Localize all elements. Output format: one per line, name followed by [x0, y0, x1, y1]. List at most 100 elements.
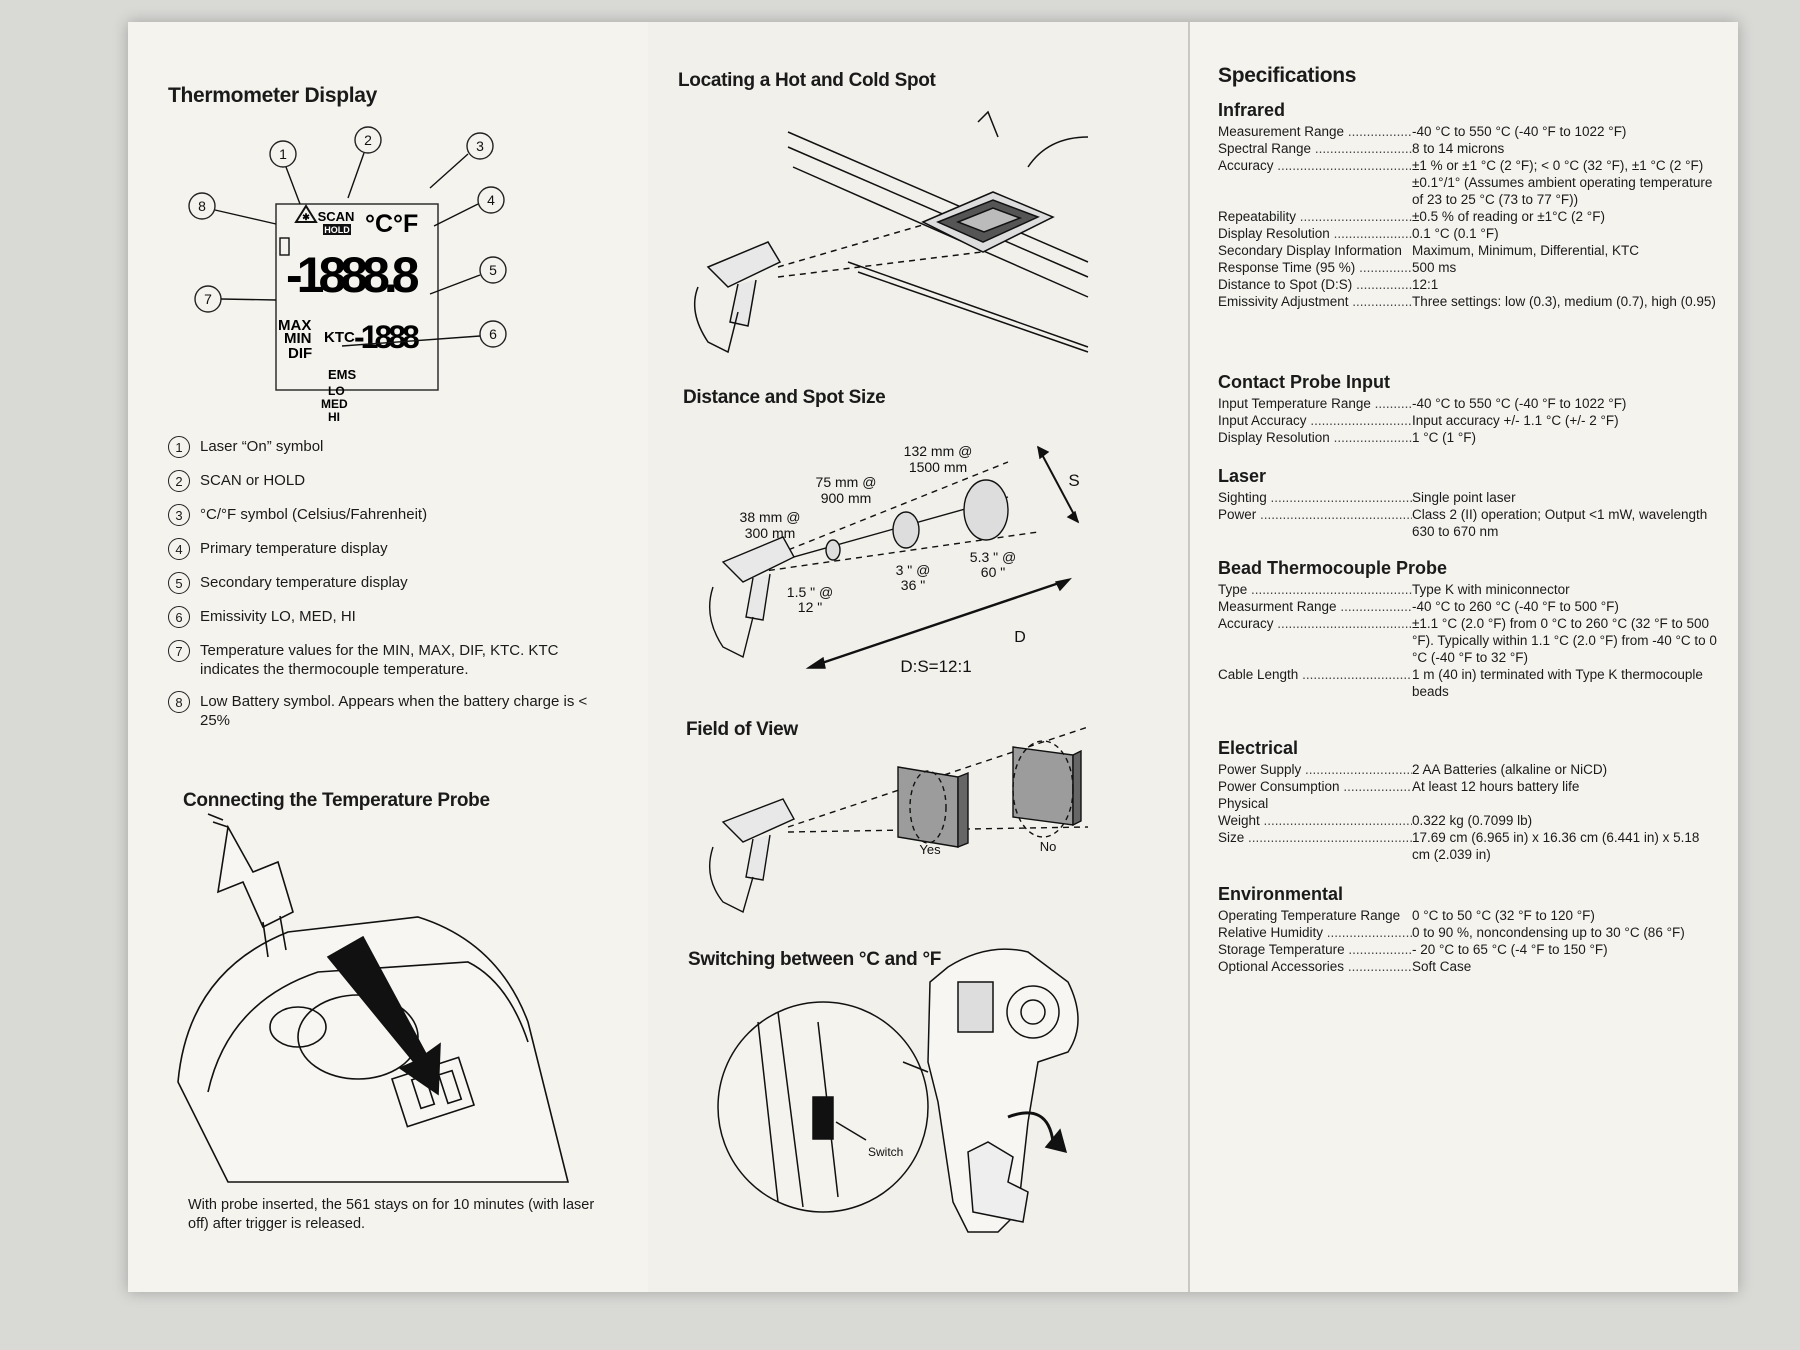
lcd-hi: HI: [328, 410, 340, 424]
spec-row: Distance to Spot (D:S)12:1: [1218, 276, 1718, 293]
spec-row: Accuracy±1 % or ±1 °C (2 °F); < 0 °C (32…: [1218, 157, 1718, 208]
svg-text:✱: ✱: [302, 212, 310, 222]
callouts: [189, 127, 506, 347]
probe-illustration: [168, 822, 608, 1192]
svg-text:60 ": 60 ": [981, 564, 1005, 580]
probe-note: With probe inserted, the 561 stays on fo…: [188, 1196, 608, 1234]
label-38mm: 38 mm @: [740, 509, 801, 525]
svg-text:5: 5: [489, 262, 497, 278]
thermometer-gun-icon: [710, 799, 794, 912]
display-title: Thermometer Display: [168, 84, 377, 108]
section-heading: Laser: [1218, 466, 1718, 487]
svg-text:4: 4: [487, 192, 495, 208]
spec-row: Cable Length1 m (40 in) terminated with …: [1218, 666, 1718, 700]
spec-row: Power ConsumptionAt least 12 hours batte…: [1218, 778, 1718, 795]
lcd-ktc: KTC: [324, 329, 355, 346]
switch-illustration: Switch: [668, 942, 1168, 1262]
ceiling-lines: [788, 132, 1088, 352]
svg-text:1500 mm: 1500 mm: [909, 459, 967, 475]
lcd-diagram: ✱ SCAN HOLD °C°F -1888.8 MAX MIN DIF KTC…: [168, 122, 608, 442]
hotcold-illustration: [668, 112, 1168, 352]
section-heading: Electrical: [1218, 738, 1718, 759]
legend-item: 4Primary temperature display: [168, 538, 608, 560]
spec-row: SightingSingle point laser: [1218, 489, 1718, 506]
probe-title: Connecting the Temperature Probe: [183, 790, 490, 812]
spec-contact-probe: Contact Probe Input Input Temperature Ra…: [1218, 372, 1718, 446]
spec-bead-probe: Bead Thermocouple Probe TypeType K with …: [1218, 558, 1718, 700]
spec-row: Response Time (95 %)500 ms: [1218, 259, 1718, 276]
label-ratio: D:S=12:1: [900, 657, 971, 676]
spec-row: Emissivity AdjustmentThree settings: low…: [1218, 293, 1718, 310]
spec-row: Physical: [1218, 795, 1718, 812]
lcd-secondary: -1888: [354, 319, 419, 355]
label-d: D: [1014, 629, 1026, 646]
manual-sheet: Thermometer Display ✱ SCAN HOLD °C°F -18…: [128, 22, 1738, 1292]
svg-text:3: 3: [476, 138, 484, 154]
svg-text:2: 2: [364, 132, 372, 148]
spec-row: Measurement Range-40 °C to 550 °C (-40 °…: [1218, 123, 1718, 140]
spec-row: Weight0.322 kg (0.7099 lb): [1218, 812, 1718, 829]
legend-item: 3°C/°F symbol (Celsius/Fahrenheit): [168, 504, 608, 526]
spec-row: Relative Humidity0 to 90 %, noncondensin…: [1218, 924, 1718, 941]
spec-electrical: Electrical Power Supply2 AA Batteries (a…: [1218, 738, 1718, 863]
label-s: S: [1068, 471, 1079, 490]
spec-row: Accuracy±1.1 °C (2.0 °F) from 0 °C to 26…: [1218, 615, 1718, 666]
panel-display: Thermometer Display ✱ SCAN HOLD °C°F -18…: [128, 22, 648, 1292]
section-heading: Bead Thermocouple Probe: [1218, 558, 1718, 579]
distance-title: Distance and Spot Size: [683, 387, 885, 409]
panel-specifications: Specifications Infrared Measurement Rang…: [1188, 22, 1738, 1292]
spec-row: Input AccuracyInput accuracy +/- 1.1 °C …: [1218, 412, 1718, 429]
spec-row: Measurment Range-40 °C to 260 °C (-40 °F…: [1218, 598, 1718, 615]
section-heading: Infrared: [1218, 100, 1718, 121]
svg-text:300 mm: 300 mm: [745, 525, 796, 541]
lcd-hold: HOLD: [324, 225, 350, 235]
label-75mm: 75 mm @: [816, 474, 877, 490]
lcd-ems: EMS: [328, 367, 357, 382]
lcd-med: MED: [321, 397, 348, 411]
thermometer-gun-icon: [695, 242, 780, 352]
section-heading: Environmental: [1218, 884, 1718, 905]
spec-row: Spectral Range8 to 14 microns: [1218, 140, 1718, 157]
svg-text:6: 6: [489, 326, 497, 342]
svg-text:36 ": 36 ": [901, 577, 925, 593]
svg-text:900 mm: 900 mm: [821, 490, 872, 506]
spec-row: Power Supply2 AA Batteries (alkaline or …: [1218, 761, 1718, 778]
spec-row: PowerClass 2 (II) operation; Output <1 m…: [1218, 506, 1718, 540]
lcd-lo: LO: [328, 384, 345, 398]
fov-yes: Yes: [919, 842, 941, 857]
spec-title: Specifications: [1218, 64, 1356, 88]
spec-row: Display Resolution0.1 °C (0.1 °F): [1218, 225, 1718, 242]
switch-label: Switch: [868, 1145, 903, 1159]
lcd-unit: °C°F: [365, 210, 418, 238]
thermometer-gun-icon: [710, 537, 794, 657]
spec-row: Repeatability±0.5 % of reading or ±1°C (…: [1218, 208, 1718, 225]
switch-slider: [813, 1097, 833, 1139]
spec-row: Optional AccessoriesSoft Case: [1218, 958, 1718, 975]
spec-row: Size17.69 cm (6.965 in) x 16.36 cm (6.44…: [1218, 829, 1718, 863]
label-132mm: 132 mm @: [904, 443, 973, 459]
label-5-3in: 5.3 " @: [970, 549, 1016, 565]
lcd-scan: SCAN: [318, 209, 355, 224]
spec-row: Display Resolution1 °C (1 °F): [1218, 429, 1718, 446]
fov-no: No: [1040, 839, 1057, 854]
hotcold-title: Locating a Hot and Cold Spot: [678, 70, 936, 92]
svg-text:8: 8: [198, 198, 206, 214]
spec-laser: Laser SightingSingle point laser PowerCl…: [1218, 466, 1718, 540]
panel-usage: Locating a Hot and Cold Spot Distanc: [648, 22, 1188, 1292]
spec-row: TypeType K with miniconnector: [1218, 581, 1718, 598]
section-heading: Contact Probe Input: [1218, 372, 1718, 393]
spec-row: Input Temperature Range-40 °C to 550 °C …: [1218, 395, 1718, 412]
spec-row: Storage Temperature- 20 °C to 65 °C (-4 …: [1218, 941, 1718, 958]
svg-text:12 ": 12 ": [798, 599, 822, 615]
label-3in: 3 " @: [896, 562, 931, 578]
lcd-dif: DIF: [288, 345, 312, 362]
